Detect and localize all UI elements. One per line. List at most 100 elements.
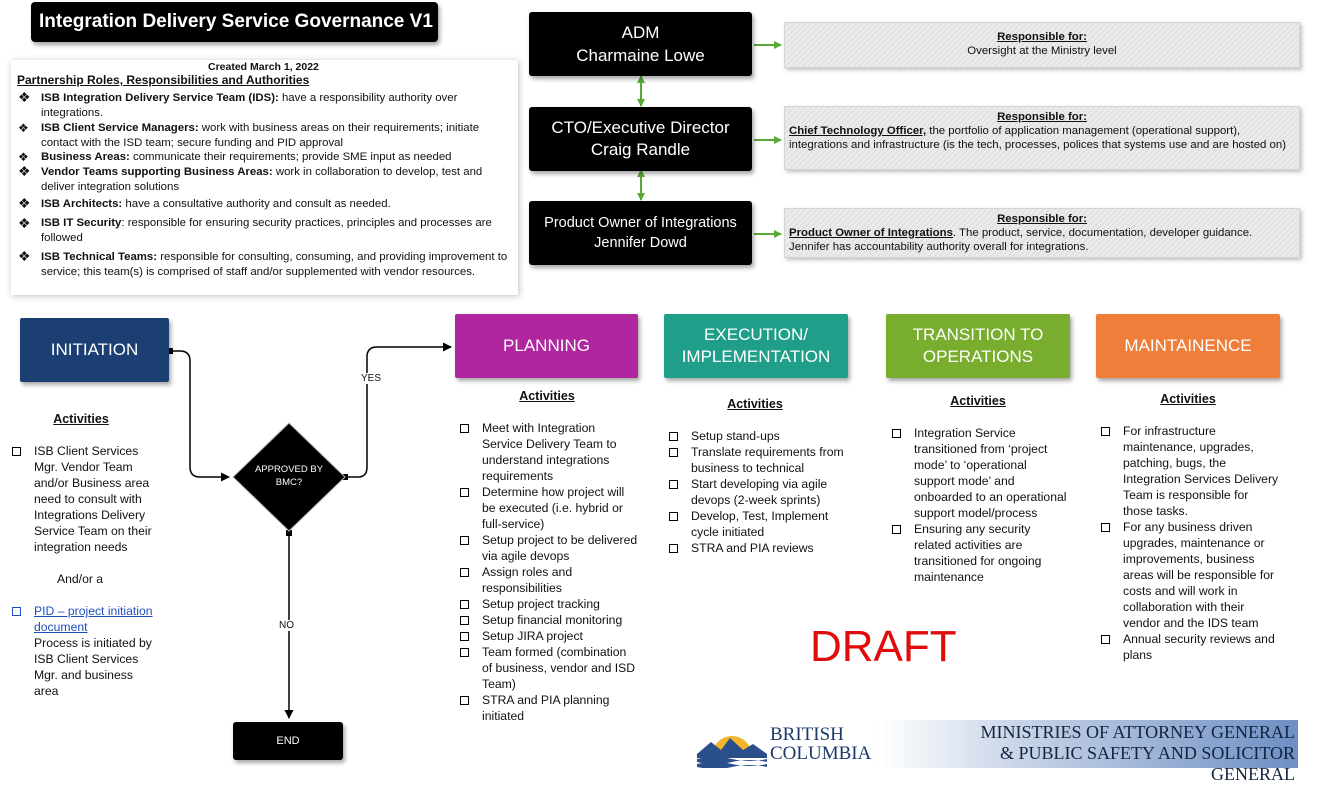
list-item: Translate requirements from business to …: [665, 444, 850, 476]
resp-text: Oversight at the Ministry level: [967, 45, 1117, 57]
bc-line1: BRITISH: [770, 724, 844, 745]
transition-activities: Integration Service transitioned from ‘p…: [888, 425, 1070, 585]
person-role: Product Owner of Integrations: [544, 215, 737, 231]
role-desc: communicate their requirements; provide …: [129, 151, 452, 163]
checkbox-icon: [12, 447, 21, 456]
activity-text: For infrastructure maintenance, upgrades…: [1123, 424, 1279, 518]
phase-planning: PLANNING: [455, 314, 638, 378]
phase-label: EXECUTION/ IMPLEMENTATION: [681, 325, 831, 366]
list-item: Determine how project will be executed (…: [456, 484, 638, 532]
bc-wordmark: BRITISH COLUMBIA: [770, 725, 871, 763]
resp-heading: Responsible for:: [997, 213, 1087, 225]
role-desc: : responsible for ensuring security prac…: [41, 217, 492, 244]
activity-text: Setup financial monitoring: [482, 613, 623, 627]
role-item: ISB Technical Teams: responsible for con…: [41, 250, 511, 280]
role-desc: responsible for consulting, consuming, a…: [41, 251, 508, 278]
cto-responsibility: Responsible for: Chief Technology Office…: [784, 106, 1300, 170]
role-name: ISB Architects:: [41, 198, 123, 210]
checkbox-icon: [12, 607, 21, 616]
activity-text: Setup JIRA project: [482, 629, 583, 643]
resp-lead: Product Owner of Integrations: [789, 227, 953, 239]
role-name: Vendor Teams supporting Business Areas:: [41, 166, 273, 178]
checkbox-icon: [1101, 635, 1110, 644]
footer-banner: [697, 720, 1298, 768]
list-item: Meet with Integration Service Delivery T…: [456, 420, 638, 484]
activity-text: Setup project tracking: [482, 597, 600, 611]
role-item: Business Areas: communicate their requir…: [41, 150, 511, 165]
activities-heading-initiation: Activities: [53, 412, 109, 426]
checkbox-icon: [460, 600, 469, 609]
decision-diamond: [232, 422, 346, 532]
pid-link[interactable]: PID – project initiation document: [34, 604, 153, 634]
checkbox-icon: [460, 632, 469, 641]
role-name: ISB IT Security: [41, 217, 122, 229]
checkbox-icon: [892, 525, 901, 534]
list-item: Setup project tracking: [456, 596, 638, 612]
maintenance-activities: For infrastructure maintenance, upgrades…: [1097, 423, 1279, 663]
person-name: Jennifer Dowd: [594, 235, 687, 251]
diamond-bullet-icon: ❖: [18, 150, 29, 164]
activity-text: Team formed (combination of business, ve…: [482, 645, 636, 691]
diamond-bullet-icon: ❖: [18, 248, 31, 264]
list-item: Ensuring any security related activities…: [888, 521, 1070, 585]
activity-text: Ensuring any security related activities…: [914, 522, 1042, 584]
role-item: ISB IT Security: responsible for ensurin…: [41, 216, 511, 246]
phase-maintenance: MAINTAINENCE: [1096, 314, 1280, 378]
checkbox-icon: [669, 480, 678, 489]
flow-node-dot: [167, 348, 173, 354]
checkbox-icon: [460, 696, 469, 705]
product-owner-responsibility: Responsible for: Product Owner of Integr…: [784, 208, 1300, 258]
role-item: ISB Architects: have a consultative auth…: [41, 197, 511, 212]
page-title: Integration Delivery Service Governance …: [31, 2, 438, 42]
end-box: END: [233, 722, 343, 760]
activity-text: ISB Client Services Mgr. Vendor Team and…: [34, 444, 152, 554]
activity-text: Process is initiated by ISB Client Servi…: [34, 636, 152, 698]
activity-text: Start developing via agile devops (2-wee…: [691, 477, 828, 507]
list-item: Setup JIRA project: [456, 628, 638, 644]
activity-text: Annual security reviews and plans: [1123, 632, 1275, 662]
ministry-line2: & PUBLIC SAFETY AND SOLICITOR GENERAL: [999, 743, 1295, 784]
checkbox-icon: [1101, 427, 1110, 436]
bc-logo-icon: [697, 736, 767, 768]
activity-text: Integration Service transitioned from ‘p…: [914, 426, 1067, 520]
role-desc: work in collaboration to develop, test a…: [41, 166, 483, 193]
flow-node-dot: [286, 530, 292, 536]
activity-text: Setup stand-ups: [691, 429, 780, 443]
activity-text: STRA and PIA planning initiated: [482, 693, 610, 723]
roles-heading: Partnership Roles, Responsibilities and …: [17, 73, 310, 87]
resp-heading: Responsible for:: [997, 31, 1087, 43]
role-desc: work with business areas on their requir…: [41, 122, 480, 149]
planning-activities: Meet with Integration Service Delivery T…: [456, 420, 638, 724]
activity-text: Assign roles and responsibilities: [482, 565, 573, 595]
resp-text: the portfolio of application management …: [789, 125, 1287, 151]
diamond-bullet-icon: ❖: [18, 89, 31, 105]
activity-text: Meet with Integration Service Delivery T…: [482, 421, 617, 483]
diamond-bullet-icon: ❖: [18, 121, 29, 135]
decision-label: APPROVED BY BMC?: [254, 464, 324, 488]
ministry-line1: MINISTRIES OF ATTORNEY GENERAL: [980, 722, 1295, 742]
checkbox-icon: [669, 512, 678, 521]
checkbox-icon: [460, 568, 469, 577]
role-name: ISB Client Service Managers:: [41, 122, 199, 134]
role-name: ISB Technical Teams:: [41, 251, 158, 263]
and-or-label: And/or a: [57, 572, 104, 586]
activity-text: For any business driven upgrades, mainte…: [1123, 520, 1275, 630]
end-label: END: [276, 735, 300, 747]
list-item: For any business driven upgrades, mainte…: [1097, 519, 1279, 631]
role-item: Vendor Teams supporting Business Areas: …: [41, 165, 511, 195]
checkbox-icon: [1101, 523, 1110, 532]
phase-execution: EXECUTION/ IMPLEMENTATION: [664, 314, 848, 378]
checkbox-icon: [669, 448, 678, 457]
list-item: Assign roles and responsibilities: [456, 564, 638, 596]
activity-text: STRA and PIA reviews: [691, 541, 814, 555]
activities-heading-planning: Activities: [519, 389, 575, 403]
diamond-bullet-icon: ❖: [18, 215, 31, 231]
list-item: Setup stand-ups: [665, 428, 850, 444]
checkbox-icon: [460, 648, 469, 657]
list-item: ISB Client Services Mgr. Vendor Team and…: [8, 443, 156, 555]
phase-label: PLANNING: [503, 336, 590, 355]
resp-heading: Responsible for:: [997, 111, 1087, 123]
person-role: ADM: [621, 23, 660, 42]
